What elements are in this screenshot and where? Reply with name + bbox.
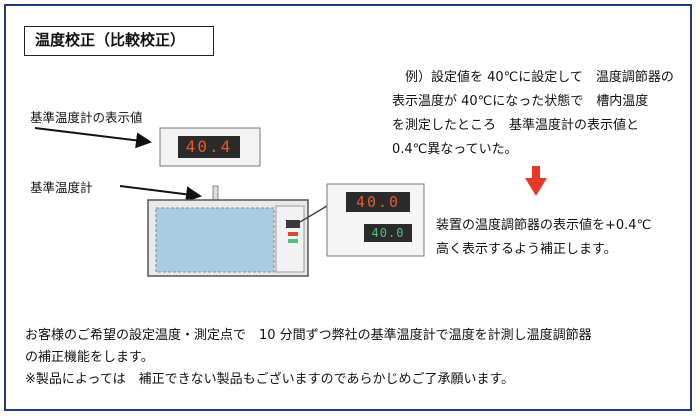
- footer-line-2: の補正機能をします。: [25, 350, 154, 365]
- footer-line-1: お客様のご希望の設定温度・測定点で 10 分間ずつ弊社の基準温度計で温度を計測し…: [25, 328, 592, 343]
- controller-pv-screen: [364, 224, 412, 242]
- tank-water: [155, 207, 275, 273]
- down-arrow-shaft: [532, 166, 540, 178]
- controller-setpoint-screen: [346, 192, 410, 212]
- diagram-frame: [4, 4, 692, 411]
- section-title: 温度校正（比較校正）: [24, 26, 214, 56]
- down-arrow-icon: [525, 178, 547, 196]
- correction-line-2: 高く表示するよう補正します。: [436, 242, 617, 257]
- correction-line-1: 装置の温度調節器の表示値を+0.4℃: [436, 218, 652, 233]
- ref-display-screen: [178, 136, 240, 158]
- panel-indicator-green: [288, 239, 298, 243]
- ref-display-label: 基準温度計の表示値: [30, 110, 143, 125]
- footer-note: ※製品によっては 補正できない製品もございますのであらかじめご了承願います。: [25, 372, 515, 387]
- panel-indicator-red: [288, 232, 298, 236]
- example-line-3: を測定したところ 基準温度計の表示値と: [392, 118, 640, 133]
- ref-display-value: 40.4: [185, 137, 233, 156]
- example-line-1: 例）設定値を 40℃に設定して 温度調節器の: [405, 70, 674, 85]
- controller-pv-value: 40.0: [371, 226, 405, 240]
- controller-setpoint-value: 40.0: [355, 193, 401, 211]
- panel-display: [286, 220, 300, 228]
- example-line-2: 表示温度が 40℃になった状態で 槽内温度: [392, 94, 649, 109]
- ref-thermometer-label: 基準温度計: [30, 180, 93, 195]
- ref-thermometer-pointer-arrow: [119, 185, 202, 203]
- example-line-4: 0.4℃異なっていた。: [392, 142, 518, 157]
- ref-display-pointer-arrow: [34, 127, 152, 149]
